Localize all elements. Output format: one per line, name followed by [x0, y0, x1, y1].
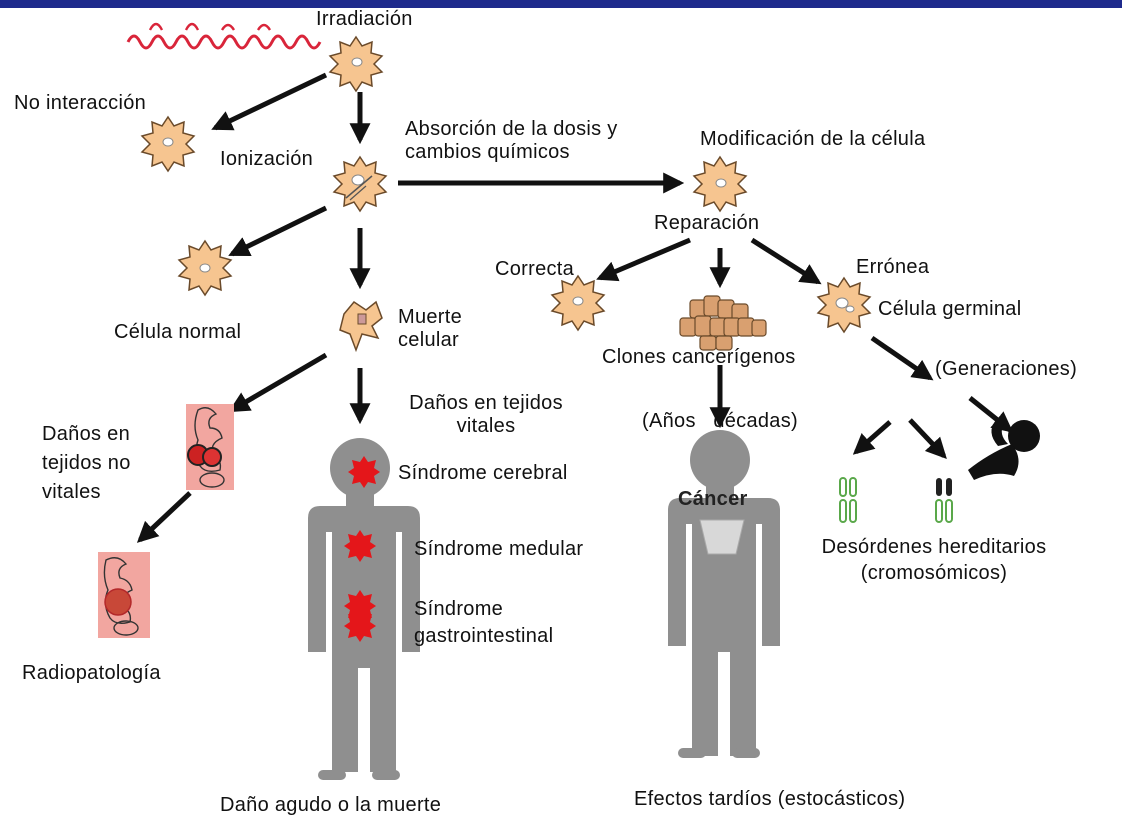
chromosome-icon-damaged — [935, 478, 953, 523]
cell-icon-no-interaction — [140, 115, 196, 173]
label-sindrome-cerebral: Síndrome cerebral — [398, 462, 568, 484]
label-modificacion: Modificación de la célula — [700, 128, 926, 150]
label-efectos-tardios: Efectos tardíos (estocásticos) — [634, 788, 906, 810]
label-danos-no-vitales: Daños en tejidos no vitales — [42, 423, 131, 503]
label-cancer: Cáncer — [678, 488, 748, 510]
label-celula-germinal: Célula germinal — [878, 298, 1022, 320]
label-sindrome-medular: Síndrome medular — [414, 538, 584, 560]
radiopathology-icon — [98, 552, 150, 638]
fetus-icon — [968, 420, 1040, 480]
cancer-clones-icon — [679, 295, 767, 351]
cell-icon-correct — [550, 274, 606, 332]
dead-cell-icon — [339, 300, 383, 353]
radiation-wave-icon — [126, 34, 322, 50]
cell-icon-ionization — [332, 155, 388, 213]
damage-spots — [344, 456, 380, 642]
cell-icon-normal — [177, 239, 233, 297]
label-erronea: Errónea — [856, 256, 930, 278]
cell-icon-irradiation — [328, 35, 384, 93]
label-desordenes: Desórdenes hereditarios (cromosómicos) — [821, 536, 1047, 584]
label-reparacion: Reparación — [654, 212, 760, 234]
label-correcta: Correcta — [495, 258, 575, 280]
label-sindrome-gastro: Síndrome gastrointestinal — [414, 598, 554, 647]
label-generaciones: (Generaciones) — [935, 358, 1078, 380]
label-irradiacion: Irradiación — [316, 8, 413, 30]
cancer-region — [699, 519, 745, 555]
top-bar — [0, 0, 1122, 8]
label-absorcion: Absorción de la dosis y cambios químicos — [405, 118, 618, 163]
label-radiopatologia: Radiopatología — [22, 662, 161, 684]
label-ionizacion: Ionización — [220, 148, 314, 170]
tissue-damage-icon — [186, 404, 234, 490]
label-no-interaccion: No interacción — [14, 92, 147, 114]
cell-icon-germinal — [816, 276, 872, 334]
label-clones: Clones cancerígenos — [602, 346, 796, 368]
cell-icon-modified — [692, 155, 748, 213]
arrows — [136, 72, 1014, 543]
human-figure-cancer — [668, 430, 780, 758]
label-dano-agudo: Daño agudo o la muerte — [220, 794, 442, 816]
label-anos-decadas: (Años décadas) — [642, 410, 798, 432]
chromosome-icon-normal — [839, 477, 857, 523]
label-danos-vitales: Daños en tejidos vitales — [409, 392, 563, 437]
label-muerte-celular: Muerte celular — [398, 306, 463, 351]
label-celula-normal: Célula normal — [114, 321, 242, 343]
